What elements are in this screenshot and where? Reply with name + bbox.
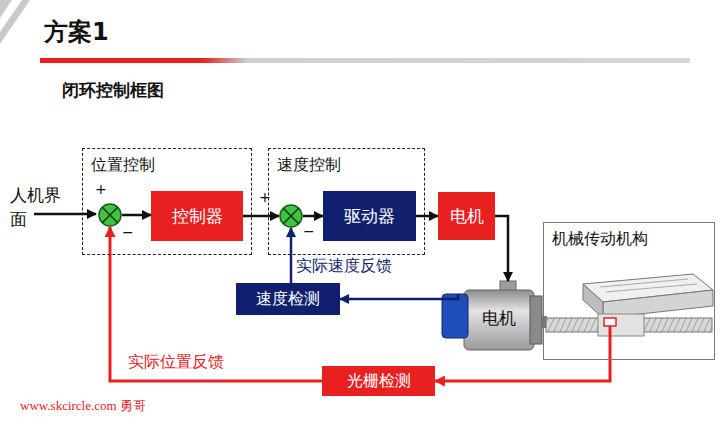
connector-arrow: [435, 360, 610, 381]
input-arrow: [34, 213, 96, 216]
motor-box: 电机: [438, 192, 495, 240]
corner-stripe: [0, 0, 30, 44]
control-group: 位置控制+−控制器: [82, 148, 252, 255]
group-heading: 位置控制: [91, 155, 155, 174]
box-label: 驱动器: [344, 206, 395, 226]
speed-sensor-box: 速度检测: [236, 283, 340, 315]
connector-arrow: [243, 215, 279, 218]
controller-box: 控制器: [151, 191, 243, 241]
sign-mark: +: [259, 190, 271, 204]
mechanism-box: 机械传动机构: [543, 222, 715, 360]
sign-mark: +: [95, 182, 107, 196]
box-label: 速度检测: [256, 289, 320, 308]
motor-picture: 电机: [440, 290, 545, 352]
summing-junction: +−: [98, 203, 122, 227]
summing-junction: +−: [279, 204, 303, 228]
summing-symbol: [279, 204, 303, 228]
corner-stripe: [0, 0, 22, 32]
box-label: 光栅检测: [347, 371, 411, 390]
edge-label: 实际速度反馈: [294, 256, 394, 277]
box-label: 控制器: [172, 206, 223, 226]
connector-arrow: [495, 216, 508, 281]
driver-box: 驱动器: [323, 191, 416, 241]
summing-symbol: [98, 203, 122, 227]
edge-label: 实际位置反馈: [126, 352, 226, 373]
box-label: 电机: [450, 206, 484, 226]
sign-mark: −: [122, 225, 134, 239]
title-underline: [40, 58, 690, 63]
connector-arrow: [340, 294, 458, 299]
input-label: 人机界面: [10, 184, 64, 232]
connector-arrow: [290, 228, 293, 283]
group-heading: 机械传动机构: [552, 229, 648, 248]
connector-arrow: [303, 215, 323, 218]
subtitle: 闭环控制框图: [62, 80, 164, 100]
connector-arrow: [110, 227, 322, 381]
sign-mark: −: [303, 224, 315, 238]
group-heading: 速度控制: [277, 155, 341, 174]
motor-illustration: [442, 281, 547, 350]
page-title: 方案1: [44, 16, 109, 48]
connector-arrow: [416, 215, 438, 218]
watermark: www.skcircle.com 勇哥: [20, 398, 146, 414]
control-group: 速度控制 +− 驱动器: [268, 148, 425, 255]
ball-screw-stage: [546, 274, 713, 360]
motor-label: 电机: [464, 308, 534, 328]
grating-sensor-box: 光栅检测: [322, 366, 435, 396]
connector-arrow: [122, 214, 151, 217]
